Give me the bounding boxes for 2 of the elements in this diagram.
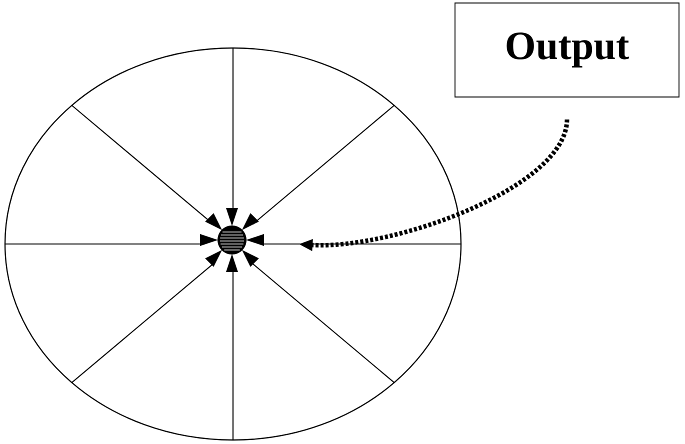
output-box: Output <box>454 2 680 98</box>
hub-circle <box>218 225 246 254</box>
